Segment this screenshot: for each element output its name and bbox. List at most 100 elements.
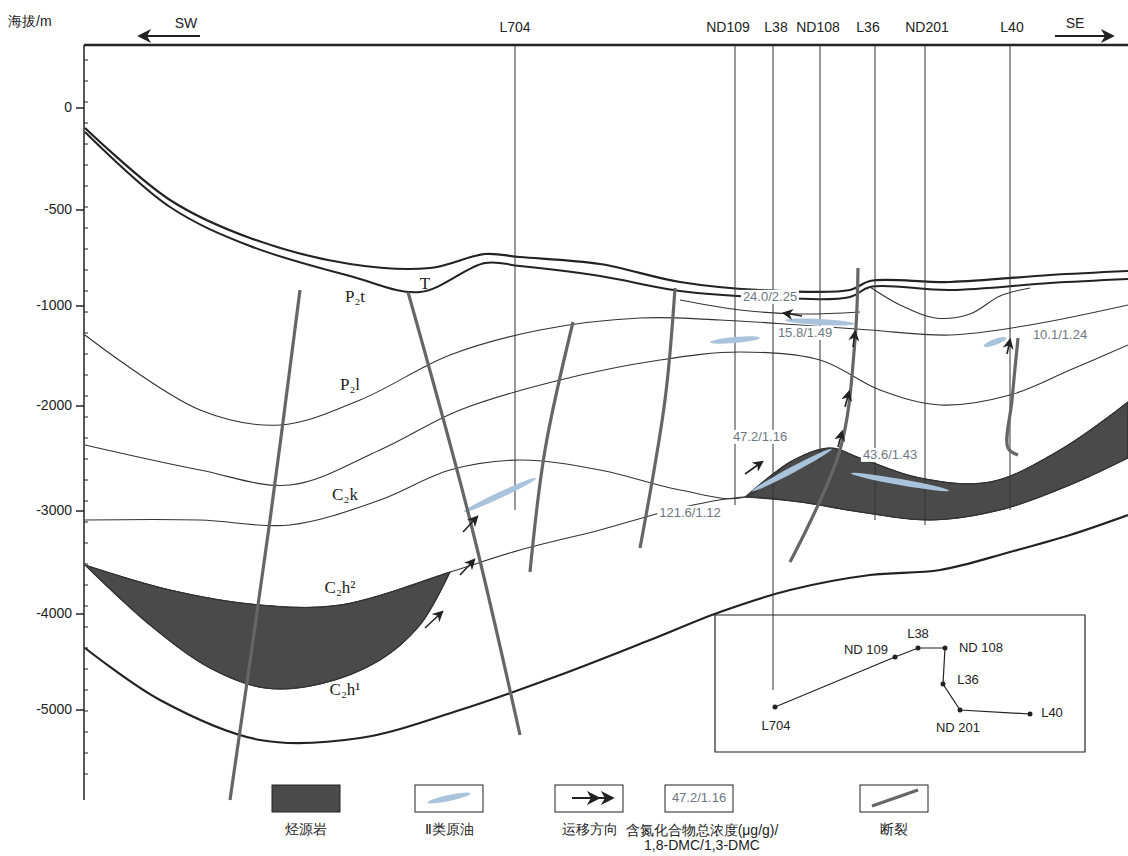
horizon xyxy=(85,565,450,689)
concentration-value: 47.2/1.16 xyxy=(731,430,789,444)
oil-lens xyxy=(983,335,1008,349)
legend-text: 烃源岩 xyxy=(285,822,327,837)
minor-tick xyxy=(84,186,88,187)
horizon xyxy=(85,305,1128,425)
minor-tick xyxy=(84,417,88,418)
axis-label: SE xyxy=(1066,16,1085,31)
depth-tick: 0 xyxy=(64,100,72,115)
oil-lens xyxy=(850,470,950,493)
minor-tick xyxy=(84,333,88,334)
inset-well-dot xyxy=(941,682,946,687)
horizon xyxy=(85,345,1128,485)
inset-well-dot xyxy=(773,705,778,710)
major-tick xyxy=(76,709,84,711)
fault xyxy=(790,268,858,562)
legend-arrow xyxy=(588,797,612,799)
minor-tick xyxy=(84,711,88,712)
minor-tick xyxy=(84,585,88,586)
concentration-value: 121.6/1.12 xyxy=(657,506,722,520)
inset-well-name: L40 xyxy=(1041,706,1063,720)
concentration-value: 15.8/1.49 xyxy=(776,326,834,340)
inset-well-name: L36 xyxy=(957,673,979,687)
depth-tick: -4000 xyxy=(36,606,72,621)
legend-fault xyxy=(872,790,918,806)
well-line xyxy=(925,45,926,525)
direction-arrow xyxy=(1055,35,1112,37)
horizon xyxy=(85,402,1128,526)
inset-well-dot xyxy=(916,646,921,651)
minor-tick xyxy=(84,123,88,124)
well-name: L40 xyxy=(1000,20,1023,35)
horizon xyxy=(870,287,1030,318)
migration-arrow xyxy=(845,392,849,407)
depth-tick: -500 xyxy=(44,202,72,217)
legend-sample-text: 47.2/1.16 xyxy=(670,791,728,805)
migration-arrow xyxy=(463,517,477,532)
well-line xyxy=(820,45,821,462)
inset-well-name: ND 108 xyxy=(959,641,1003,655)
migration-arrow xyxy=(838,432,842,447)
minor-tick xyxy=(84,396,88,397)
well-name: ND108 xyxy=(796,20,840,35)
major-tick xyxy=(76,305,84,307)
minor-tick xyxy=(84,606,88,607)
oil-lens xyxy=(710,335,760,345)
inset-well-dot xyxy=(893,655,898,660)
concentration-value: 10.1/1.24 xyxy=(1031,328,1089,342)
formation-label: T xyxy=(420,275,430,294)
inset-well-dot xyxy=(958,708,963,713)
minor-tick xyxy=(84,669,88,670)
well-name: ND201 xyxy=(905,20,949,35)
formation-label: P₂t xyxy=(345,288,365,307)
minor-tick xyxy=(84,102,88,103)
minor-tick xyxy=(84,312,88,313)
legend-text: Ⅱ类原油 xyxy=(425,822,474,837)
source-rock xyxy=(85,565,450,689)
well-name: ND109 xyxy=(706,20,750,35)
fault xyxy=(1007,338,1018,455)
major-tick xyxy=(76,209,84,211)
migration-arrow xyxy=(784,313,802,316)
legend-sample-box xyxy=(555,785,623,812)
inset-well-dot xyxy=(943,646,948,651)
ground-surface xyxy=(85,128,1128,292)
inset-frame xyxy=(715,615,1085,752)
axis-label: SW xyxy=(175,16,198,31)
minor-tick xyxy=(84,375,88,376)
minor-tick xyxy=(84,459,88,460)
major-tick xyxy=(76,510,84,512)
inset-trace xyxy=(775,648,1030,714)
well-name: L38 xyxy=(764,20,787,35)
base-horizon xyxy=(85,515,1128,743)
fault xyxy=(530,322,573,572)
minor-tick xyxy=(84,81,88,82)
concentration-value: 43.6/1.43 xyxy=(861,448,919,462)
minor-tick xyxy=(84,165,88,166)
minor-tick xyxy=(84,774,88,775)
oil-lens xyxy=(751,446,833,494)
legend-sample-box xyxy=(860,785,928,812)
inset-well-name: ND 109 xyxy=(844,643,888,657)
legend-sample-box xyxy=(415,785,483,812)
minor-tick xyxy=(84,543,88,544)
well-line xyxy=(1010,45,1011,510)
minor-tick xyxy=(84,501,88,502)
minor-tick xyxy=(84,690,88,691)
legend-oil-lens xyxy=(427,790,471,805)
well-line xyxy=(773,45,774,690)
depth-tick: -3000 xyxy=(36,503,72,518)
formation-label: C₂k xyxy=(332,486,358,505)
depth-axis xyxy=(83,45,85,800)
inset-well-name: ND 201 xyxy=(936,721,980,735)
minor-tick xyxy=(84,354,88,355)
well-line xyxy=(515,45,516,510)
concentration-value: 24.0/2.25 xyxy=(741,290,799,304)
horizon xyxy=(85,132,1128,299)
minor-tick xyxy=(84,270,88,271)
well-name: L36 xyxy=(856,20,879,35)
depth-tick: -5000 xyxy=(36,702,72,717)
horizon xyxy=(85,458,1128,607)
minor-tick xyxy=(84,228,88,229)
inset-well-name: L38 xyxy=(907,627,929,641)
